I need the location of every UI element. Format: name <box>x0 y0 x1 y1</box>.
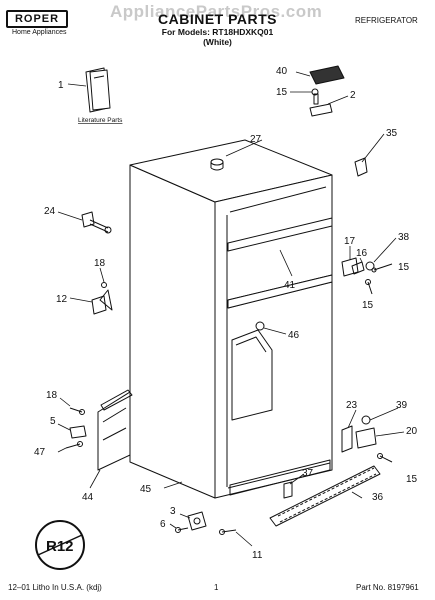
model-line: For Models: RT18HDXKQ01 <box>161 27 274 37</box>
footer-page-number: 1 <box>214 583 219 592</box>
callout-38: 38 <box>398 232 410 243</box>
callout-5: 5 <box>50 416 56 427</box>
callout-23: 23 <box>346 400 358 411</box>
callout-16: 16 <box>356 248 368 259</box>
appliance-category: REFRIGERATOR <box>355 16 418 25</box>
callout-15-mid: 15 <box>362 300 374 311</box>
callout-18-upper: 18 <box>94 258 106 269</box>
callout-45: 45 <box>140 484 152 495</box>
callout-39: 39 <box>396 400 408 411</box>
callout-27: 27 <box>250 134 262 145</box>
callout-47: 47 <box>34 447 46 458</box>
footer-part-number: Part No. 8197961 <box>356 583 419 592</box>
callout-35: 35 <box>386 128 398 139</box>
callout-3: 3 <box>170 506 176 517</box>
callout-17: 17 <box>344 236 356 247</box>
r12-badge: R12 <box>35 520 85 570</box>
color-line: (White) <box>203 37 232 47</box>
r12-badge-text: R12 <box>46 538 74 555</box>
callout-15-bottom: 15 <box>406 474 418 485</box>
rear-bracket <box>97 389 133 471</box>
callout-40: 40 <box>276 66 288 77</box>
callout-2: 2 <box>350 90 356 101</box>
page-title: CABINET PARTS <box>157 11 278 27</box>
callout-36: 36 <box>372 492 384 503</box>
callout-12: 12 <box>56 294 68 305</box>
roper-logo: ROPER <box>6 10 68 28</box>
callout-18-lower: 18 <box>46 390 58 401</box>
callout-41: 41 <box>284 280 296 291</box>
brand-tagline: Home Appliances <box>12 29 67 36</box>
callout-11: 11 <box>252 550 263 561</box>
callout-37: 37 <box>302 468 314 479</box>
callout-6: 6 <box>160 519 166 530</box>
literature-booklet <box>85 67 111 113</box>
literature-label: Literature Parts <box>78 117 123 124</box>
callout-15-top: 15 <box>276 87 288 98</box>
callout-44: 44 <box>82 492 94 503</box>
callout-1: 1 <box>58 80 64 91</box>
callout-15-right: 15 <box>398 262 410 273</box>
watermark: AppliancePartsPros.com <box>110 2 323 21</box>
callout-20: 20 <box>406 426 418 437</box>
callout-24: 24 <box>44 206 56 217</box>
callout-46: 46 <box>288 330 300 341</box>
footer-litho: 12–01 Litho In U.S.A. (kdj) <box>8 583 102 592</box>
refrigerator-cabinet <box>129 139 333 499</box>
